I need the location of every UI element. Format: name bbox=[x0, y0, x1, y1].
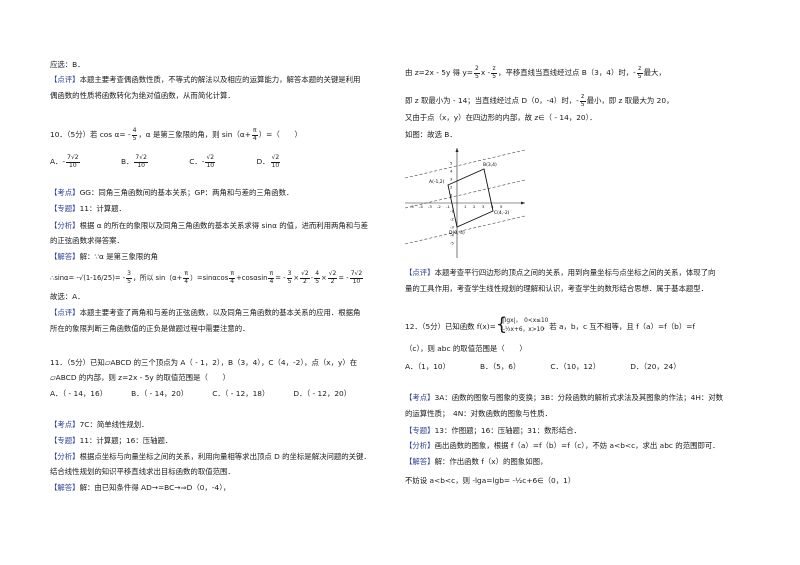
comment-line: 【点评】本题主要考查偶函数性质，不等式的解法以及相应的运算能力，解答本题的关键是… bbox=[50, 75, 361, 84]
option-d: D．（20，24） bbox=[630, 362, 681, 371]
label-a: A(-1,2) bbox=[429, 179, 445, 185]
dashed-lines bbox=[405, 149, 525, 245]
y-tick-label: -1 bbox=[450, 209, 454, 214]
dashed-line bbox=[405, 149, 525, 179]
y-tick-label: -3 bbox=[450, 225, 454, 230]
option-c: C．（ - 12，18） bbox=[212, 389, 270, 398]
x-tick-label: 2 bbox=[473, 204, 476, 209]
text-line: ▱ABCD 的内部，则 z=2x - 5y 的取值范围是（ ） bbox=[50, 373, 231, 382]
x-tick-label: 1 bbox=[464, 204, 467, 209]
comment-line: 【点评】本题考查平行四边形的顶点之间的关系，用到向量坐标与点坐标之间的关系，体现… bbox=[405, 268, 716, 277]
jieda-line: 【解答】解：由已知条件得 AD→=BC→⇒D（0，-4）， bbox=[50, 483, 231, 492]
label-b: B(3,4) bbox=[483, 162, 497, 168]
option-d: D．（ - 12，20） bbox=[293, 389, 352, 398]
kaodian-line: 【考点】3A：函数的图象与图象的变换；3B：分段函数的解析式求法及其图象的作法；… bbox=[405, 393, 724, 402]
y-tick-label: 4 bbox=[450, 169, 453, 174]
text-line: 的运算性质； 4N：对数函数的图象与性质． bbox=[405, 409, 552, 418]
label-c: C(4,-2) bbox=[494, 210, 510, 216]
question-12-options: A．（1，10） B．（5，6） C．（10，12） D．（20，24） bbox=[405, 362, 719, 372]
x-tick-label: 3 bbox=[482, 204, 485, 209]
text-line: 不妨设 a<b<c，则 -lga=lgb= -½c+6∈（0，1） bbox=[405, 476, 576, 485]
zhuanti-line: 【专题】11：计算题． bbox=[50, 204, 126, 213]
zhuanti-line: 【专题】11：计算题；16：压轴题． bbox=[50, 436, 173, 445]
text-line: 结合线性规划的知识平移直线求出目标函数的取值范围． bbox=[50, 467, 235, 476]
y-tick-label: 2 bbox=[450, 185, 453, 190]
option-b: B．（ - 14，20） bbox=[131, 389, 189, 398]
fenxi-line: 【分析】画出函数的图象，根据 f（a）=f（b）=f（c），不妨 a<b<c，求… bbox=[405, 441, 720, 450]
option-b: B．（5，6） bbox=[480, 362, 521, 371]
text-line: （c），则 abc 的取值范围是（ ） bbox=[405, 344, 527, 353]
y-tick-label: 5 bbox=[450, 161, 453, 166]
dashed-line bbox=[405, 179, 525, 209]
zhuanti-line: 【专题】13：作图题；16：压轴题；31：数形结合． bbox=[405, 426, 582, 435]
y-tick-label: 1 bbox=[450, 193, 453, 198]
text-line: 的正弦函数求得答案． bbox=[50, 236, 124, 245]
x-tick-label: -3 bbox=[428, 204, 432, 209]
graph-axes bbox=[405, 148, 525, 258]
dashed-line bbox=[405, 215, 525, 245]
label-d: D(0,-4) bbox=[449, 230, 465, 236]
kaodian-line: 【考点】GG：同角三角函数间的基本关系；GP：两角和与差的三角函数． bbox=[50, 188, 294, 197]
fenxi-line: 【分析】根据点坐标与向量坐标之间的关系，利用向量相等求出顶点 D 的坐标是解决问… bbox=[50, 452, 371, 461]
piecewise-function: {|lgx|， 0<x≤10-½x+6，x>10 bbox=[495, 314, 549, 335]
x-tick-label: -2 bbox=[437, 204, 441, 209]
option-a: A．（ - 14，16） bbox=[50, 389, 108, 398]
comment-line: 【点评】本题主要考查了两角和与差的正弦函数，以及同角三角函数的基本关系的应用．根… bbox=[50, 308, 361, 317]
text-line: 如图：故选 B． bbox=[405, 130, 457, 139]
y-tick-label: 3 bbox=[450, 177, 453, 182]
jieda-line: 【解答】解：作出函数 f（x）的图象如图， bbox=[405, 457, 548, 466]
text-line: 应选：B． bbox=[50, 60, 85, 69]
parallelogram-abcd bbox=[447, 168, 494, 228]
y-tick-label: -2 bbox=[450, 217, 454, 222]
x-tick-label: -4 bbox=[419, 204, 423, 209]
y-tick-labels: 5 4 3 2 1 -1 -2 -3 -4 -5 bbox=[450, 161, 454, 246]
x-tick-label: 4 bbox=[491, 204, 494, 209]
kaodian-line: 【考点】7C：简单线性规划． bbox=[50, 420, 149, 429]
comment-tag: 【点评】 bbox=[50, 75, 80, 84]
y-tick-label: -5 bbox=[450, 241, 454, 246]
x-tick-label: 5 bbox=[500, 204, 503, 209]
option-c: C．（10，12） bbox=[550, 362, 601, 371]
text-line: 量的工具作用，考查学生线性规划的理解和认识，考查学生的数形结合思想．属于基本题型… bbox=[405, 284, 709, 293]
text-line: 故选：A． bbox=[50, 292, 85, 301]
text-line: 又由于点（x，y）在四边形的内部，故 z∈（ - 14，20）． bbox=[405, 113, 597, 122]
jieda-line: 【解答】解：∵α 是第三象限的角 bbox=[50, 252, 159, 261]
y-tick-label: -4 bbox=[450, 233, 454, 238]
text-line: 偶函数的性质将函数转化为绝对值函数，从而简化计算． bbox=[50, 91, 235, 100]
question-11: 11．（5分）已知▱ABCD 的三个顶点为 A（ - 1，2），B（3，4），C… bbox=[50, 358, 358, 367]
x-tick-label: -1 bbox=[446, 204, 450, 209]
fenxi-line: 【分析】根据 α 的所在的象限以及同角三角函数的基本关系求得 sinα 的值，进… bbox=[50, 221, 368, 230]
option-a: A．（1，10） bbox=[405, 362, 451, 371]
question-12: 12．（5分）已知函数 f(x)={|lgx|， 0<x≤10-½x+6，x>1… bbox=[405, 314, 696, 335]
text-line: 所在的象限判断三角函数值的正负是做题过程中需要注意的． bbox=[50, 324, 250, 333]
question-11-options: A．（ - 14，16） B．（ - 14，20） C．（ - 12，18） D．（ … bbox=[50, 389, 389, 399]
